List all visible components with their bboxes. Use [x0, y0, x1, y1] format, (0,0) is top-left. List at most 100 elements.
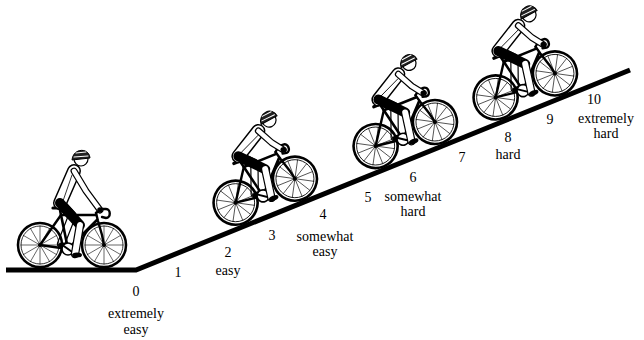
wheel-spoke — [496, 97, 503, 115]
scale-number: 3 — [269, 228, 276, 243]
wheel-spoke — [295, 179, 302, 197]
wheel-spoke — [368, 128, 375, 146]
wheel-spoke — [289, 160, 304, 179]
scale-number: 8 — [505, 130, 512, 145]
scale-number: 1 — [175, 265, 182, 280]
rider-glove — [540, 41, 547, 48]
helmet-stripe — [76, 152, 86, 153]
rider-shoe — [408, 137, 419, 145]
helmet-stripe — [522, 6, 532, 11]
rider-arm — [74, 171, 100, 210]
wheel-spoke — [40, 226, 41, 245]
rider-glove — [97, 207, 103, 213]
rider-torso — [60, 171, 74, 203]
seatstay — [484, 62, 515, 98]
helmet-stripe — [261, 115, 274, 121]
seatstay — [40, 215, 61, 245]
seatstay — [224, 167, 255, 203]
scale-descriptor: hard — [496, 147, 521, 162]
rider-thigh — [378, 92, 405, 120]
wheel-spoke — [435, 122, 442, 140]
rider-helmet — [257, 109, 277, 125]
wheel-spoke — [549, 55, 564, 74]
wheel-spoke — [555, 73, 562, 91]
helmet-stripe — [521, 9, 534, 15]
wheel-spoke — [236, 203, 243, 221]
wheel-spoke — [478, 97, 496, 104]
scale-number: 2 — [225, 245, 232, 260]
wheel-spoke — [488, 80, 495, 98]
scale-number: 4 — [320, 207, 327, 222]
jersey-seam — [497, 30, 522, 48]
rider-thigh — [498, 43, 525, 71]
wheel-spoke — [104, 245, 114, 261]
rider-glove — [280, 146, 287, 153]
helmet-stripe — [401, 58, 414, 64]
rider-shin-outline — [401, 112, 417, 141]
wheel-spoke — [277, 179, 295, 186]
scale-descriptor: somewhat easy — [297, 229, 354, 260]
scale-descriptor: easy — [216, 263, 241, 278]
scale-descriptor: somewhat hard — [385, 189, 442, 220]
wheel-spoke — [31, 229, 41, 245]
rider-arm — [398, 68, 423, 99]
cyclist — [328, 46, 464, 174]
rider-helmet — [517, 3, 537, 19]
wheel-spoke — [417, 122, 435, 129]
rider-thigh — [60, 203, 80, 225]
rider-shin — [261, 169, 277, 198]
rider-arm-outline — [74, 171, 100, 210]
helmet-stripe — [74, 156, 88, 157]
scale-number: 5 — [365, 190, 372, 205]
wheel-spoke — [537, 73, 555, 80]
wheel-spoke — [40, 245, 50, 261]
slope-line — [6, 70, 630, 270]
helmet-stripe — [262, 112, 272, 117]
rider-helmet — [72, 150, 90, 160]
wheel-spoke — [40, 245, 41, 264]
wheel-spoke — [376, 146, 383, 164]
wheel-spoke — [104, 245, 123, 246]
rider-shin-outline — [75, 225, 80, 254]
wheel-spoke — [358, 146, 376, 153]
rider-glove — [420, 90, 427, 97]
rider-arm-outline — [518, 20, 543, 51]
scale-descriptor: extremely easy — [108, 306, 164, 337]
jersey-seam — [377, 79, 402, 97]
wheel-spoke — [24, 245, 40, 255]
wheel-spoke — [218, 203, 236, 210]
seatstay — [364, 110, 395, 146]
rider-arm — [518, 20, 543, 51]
rider-thigh — [238, 149, 265, 177]
wheel-spoke — [88, 245, 104, 255]
jersey-seam — [63, 175, 72, 201]
wheel-spoke — [85, 245, 104, 246]
rider-shin-outline — [261, 169, 277, 198]
rider-shoe — [268, 194, 279, 202]
wheel-spoke — [21, 245, 40, 246]
rider-shin — [401, 112, 417, 141]
scale-descriptor: extremely hard — [578, 111, 634, 142]
rider-shin — [521, 64, 537, 93]
wheel-spoke — [104, 236, 120, 246]
wheel-spoke — [429, 103, 444, 122]
rider-arm — [258, 125, 283, 156]
scale-number: 9 — [547, 112, 554, 127]
wheel-spoke — [228, 185, 235, 203]
scale-number: 10 — [587, 92, 601, 107]
cyclist — [188, 103, 324, 231]
rider-torso-outline — [60, 171, 74, 203]
wheel-spoke — [104, 245, 105, 264]
rider-helmet — [397, 52, 417, 68]
jersey-seam — [237, 135, 262, 153]
cyclist — [448, 0, 584, 126]
rider-shin — [75, 225, 80, 254]
cyclist — [18, 150, 126, 267]
rider-arm-outline — [398, 68, 423, 99]
scale-number: 0 — [133, 284, 140, 299]
rider-shoe — [528, 89, 539, 97]
rider-arm-outline — [258, 125, 283, 156]
